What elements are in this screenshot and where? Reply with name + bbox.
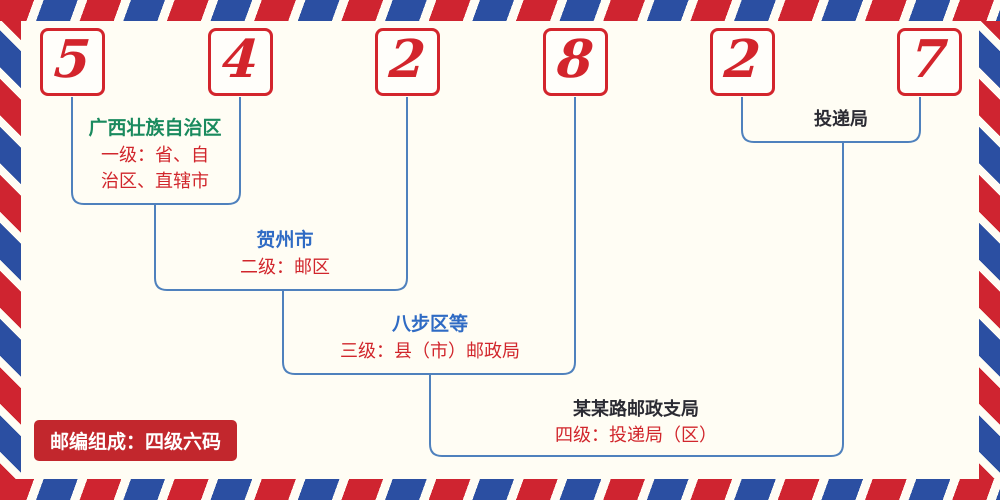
digit-2: 4 xyxy=(220,29,261,90)
envelope-stripe-left xyxy=(0,0,21,500)
digit-box-6: 7 xyxy=(897,28,962,96)
label-level4: 某某路邮政支局 四级：投递局（区） xyxy=(555,396,717,448)
digit-box-5: 2 xyxy=(710,28,775,96)
label-level4-desc: 四级：投递局（区） xyxy=(555,425,717,445)
label-level4-place: 某某路邮政支局 xyxy=(573,399,699,419)
digit-box-4: 8 xyxy=(543,28,608,96)
digit-5: 2 xyxy=(722,29,763,90)
label-delivery-office: 投递局 xyxy=(814,106,868,132)
bracket-delivery xyxy=(741,97,921,143)
digit-box-1: 5 xyxy=(40,28,105,96)
bracket-level4 xyxy=(429,142,844,457)
label-delivery-office-text: 投递局 xyxy=(814,109,868,129)
label-level1-desc-line1: 一级：省、自 xyxy=(100,145,209,165)
label-level1-desc-line2: 治区、直辖市 xyxy=(100,171,209,191)
bracket-level2 xyxy=(154,97,408,291)
digit-box-2: 4 xyxy=(208,28,273,96)
label-level3: 八步区等 三级：县（市）邮政局 xyxy=(340,312,520,364)
label-level3-desc: 三级：县（市）邮政局 xyxy=(340,341,520,361)
digit-6: 7 xyxy=(909,29,950,90)
digit-box-3: 2 xyxy=(375,28,440,96)
envelope-stripe-right xyxy=(979,0,1000,500)
label-level2-desc: 二级：邮区 xyxy=(240,257,330,277)
postal-code-composition-badge: 邮编组成：四级六码 xyxy=(34,420,238,461)
envelope-stripe-top xyxy=(0,0,1000,21)
label-level3-place: 八步区等 xyxy=(391,314,468,335)
label-level2: 贺州市 二级：邮区 xyxy=(240,228,330,280)
digit-1: 5 xyxy=(52,29,93,90)
label-level1-place: 广西壮族自治区 xyxy=(88,118,222,139)
digit-3: 2 xyxy=(387,29,428,90)
label-level2-place: 贺州市 xyxy=(256,230,314,251)
envelope-stripe-bottom xyxy=(0,479,1000,500)
digit-4: 8 xyxy=(555,29,596,90)
label-level1: 广西壮族自治区 一级：省、自 治区、直辖市 xyxy=(88,116,221,194)
